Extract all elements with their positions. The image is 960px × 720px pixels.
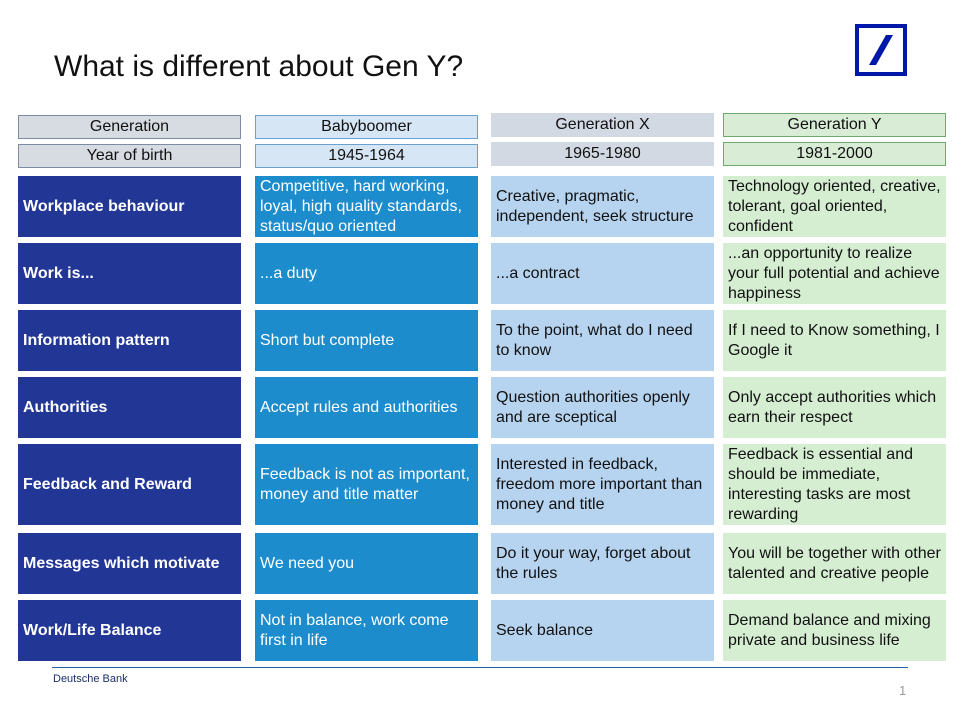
babyboomer-cell: Accept rules and authorities <box>255 377 478 438</box>
row-label-workplace-behaviour: Workplace behaviour <box>18 176 241 237</box>
page-number: 1 <box>899 683 907 698</box>
genx-cell: Seek balance <box>491 600 714 661</box>
genx-cell: Interested in feedback, freedom more imp… <box>491 444 714 525</box>
babyboomer-cell: Feedback is not as important, money and … <box>255 444 478 525</box>
row-label-work-is: Work is... <box>18 243 241 304</box>
slide-title: What is different about Gen Y? <box>54 50 464 83</box>
genx-cell: Question authorities openly and are scep… <box>491 377 714 438</box>
row-label-feedback-and-reward: Feedback and Reward <box>18 444 241 525</box>
header-generation-y: Generation Y <box>723 113 946 137</box>
babyboomer-cell: ...a duty <box>255 243 478 304</box>
babyboomer-cell: We need you <box>255 533 478 594</box>
babyboomer-cell: Short but complete <box>255 310 478 371</box>
babyboomer-cell: Not in balance, work come first in life <box>255 600 478 661</box>
header-generation-x: Generation X <box>491 113 714 137</box>
header-babyboomer: Babyboomer <box>255 115 478 139</box>
geny-cell: ...an opportunity to realize your full p… <box>723 243 946 304</box>
babyboomer-cell: Competitive, hard working, loyal, high q… <box>255 176 478 237</box>
genx-cell: Do it your way, forget about the rules <box>491 533 714 594</box>
geny-cell: If I need to Know something, I Google it <box>723 310 946 371</box>
geny-cell: Only accept authorities which earn their… <box>723 377 946 438</box>
year-generation-y: 1981-2000 <box>723 142 946 166</box>
year-generation-x: 1965-1980 <box>491 142 714 166</box>
geny-cell: Technology oriented, creative, tolerant,… <box>723 176 946 237</box>
row-label-authorities: Authorities <box>18 377 241 438</box>
footer-divider <box>52 667 908 668</box>
geny-cell: Demand balance and mixing private and bu… <box>723 600 946 661</box>
geny-cell: Feedback is essential and should be imme… <box>723 444 946 525</box>
row-label-information-pattern: Information pattern <box>18 310 241 371</box>
year-babyboomer: 1945-1964 <box>255 144 478 168</box>
year-of-birth-label: Year of birth <box>18 144 241 168</box>
deutsche-bank-logo <box>855 24 907 76</box>
row-label-messages-which-motivate: Messages which motivate <box>18 533 241 594</box>
genx-cell: ...a contract <box>491 243 714 304</box>
geny-cell: You will be together with other talented… <box>723 533 946 594</box>
footer-brand: Deutsche Bank <box>53 673 128 685</box>
header-generation: Generation <box>18 115 241 139</box>
row-label-work-life-balance: Work/Life Balance <box>18 600 241 661</box>
genx-cell: Creative, pragmatic, independent, seek s… <box>491 176 714 237</box>
genx-cell: To the point, what do I need to know <box>491 310 714 371</box>
